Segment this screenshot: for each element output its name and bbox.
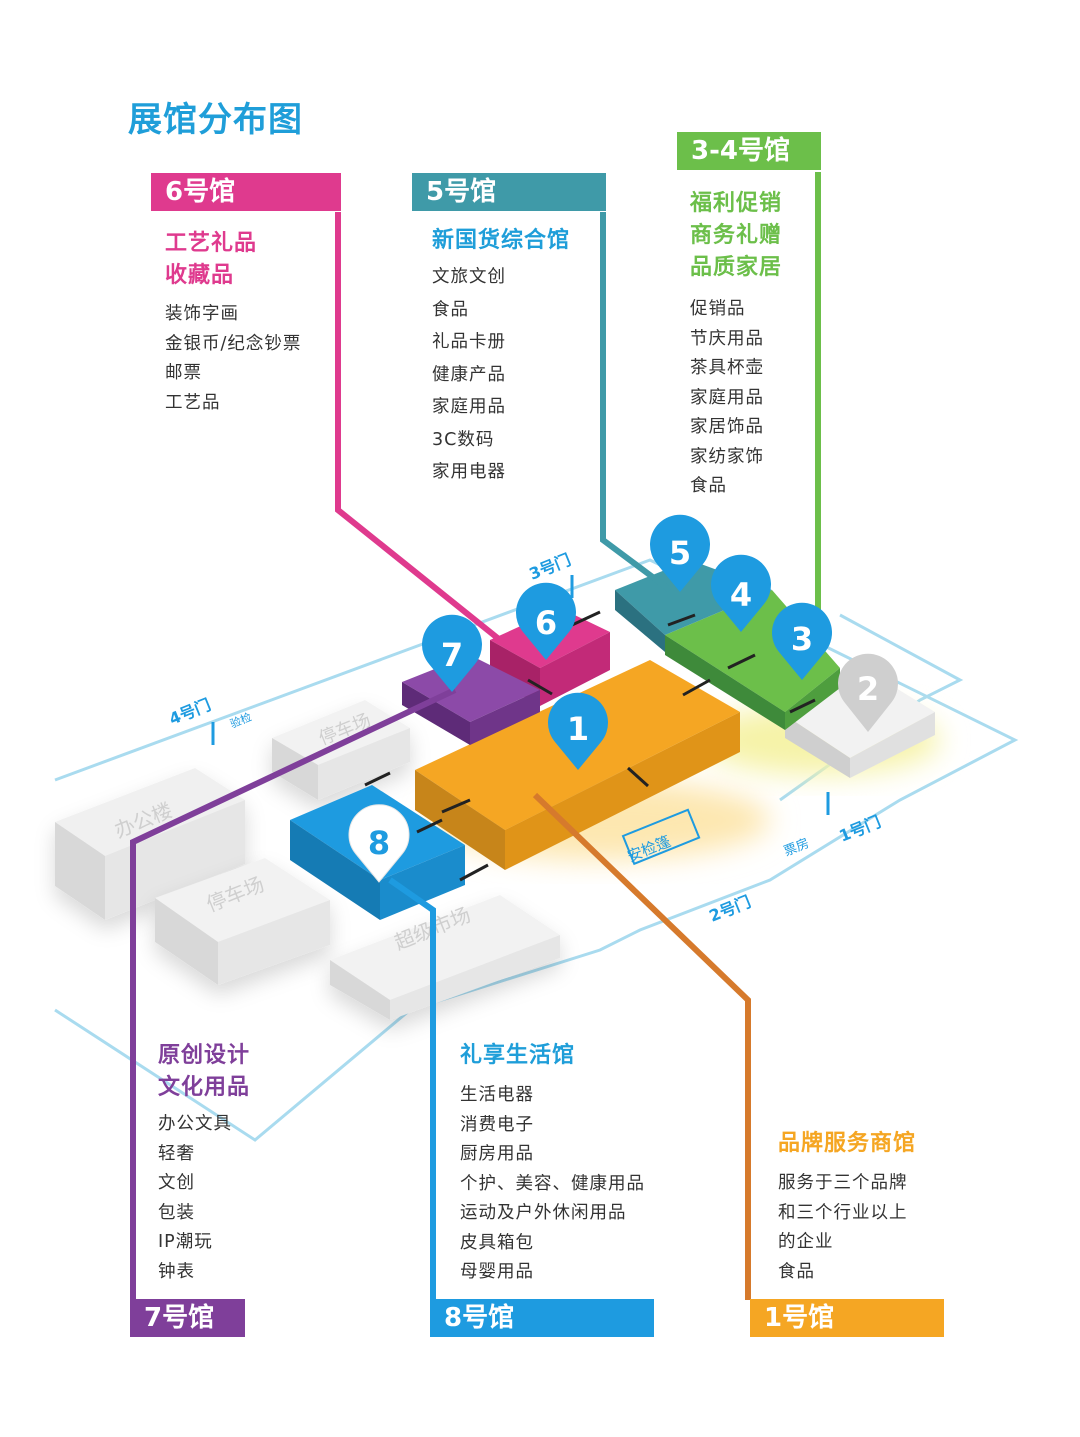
hall-6-tab: 6号馆: [151, 173, 341, 211]
pin-4-label: 4: [730, 576, 752, 614]
hall-1-category: 品牌服务商馆: [778, 1131, 917, 1156]
hall-1-categories: 品牌服务商馆: [778, 1128, 916, 1160]
hall-3-4-tab: 3-4号馆: [677, 132, 821, 170]
gate-1-label: 1号门: [836, 812, 883, 846]
hall-8-category: 礼享生活馆: [460, 1043, 576, 1068]
list-item: 家纺家饰: [690, 446, 764, 467]
list-item: 文创: [158, 1173, 195, 1193]
hall-6-category: 收藏品: [165, 263, 235, 288]
list-item: 家庭用品: [432, 397, 506, 417]
list-item: 办公文具: [158, 1114, 232, 1134]
pin-6-label: 6: [535, 604, 557, 642]
hall-1-items: 服务于三个品牌 和三个行业以上 的企业 食品: [778, 1169, 908, 1287]
list-item: 皮具箱包: [460, 1232, 534, 1253]
list-item: 礼品卡册: [432, 332, 506, 352]
hall-5-category: 新国货综合馆: [432, 228, 571, 253]
list-item: 消费电子: [460, 1114, 534, 1135]
site-boundary: [54, 558, 1019, 1142]
pin-2[interactable]: 2: [838, 653, 898, 732]
hall-7-category: 文化用品: [158, 1075, 251, 1100]
list-item: IP潮玩: [158, 1232, 213, 1252]
list-item: 金银币/纪念钞票: [165, 333, 302, 354]
list-item: 钟表: [158, 1261, 195, 1282]
list-item: 节庆用品: [690, 328, 764, 349]
pin-3-label: 3: [791, 620, 813, 658]
list-item: 个护、美容、健康用品: [460, 1173, 645, 1194]
building-parking-1: 停车场: [155, 858, 330, 985]
list-item: 食品: [778, 1261, 815, 1282]
connector-arrows: [364, 610, 816, 882]
list-item: 的企业: [778, 1232, 834, 1252]
list-item: 轻奢: [158, 1143, 195, 1164]
check-label: 验检: [228, 710, 254, 731]
page-title: 展馆分布图: [128, 100, 303, 140]
hall-6-categories: 工艺礼品 收藏品: [165, 228, 257, 292]
pin-7-label: 7: [441, 636, 463, 674]
list-item: 和三个行业以上: [778, 1202, 908, 1223]
list-item: 厨房用品: [460, 1144, 534, 1164]
list-item: 家用电器: [432, 462, 506, 482]
list-item: 食品: [690, 476, 727, 496]
pin-4[interactable]: 4: [711, 554, 771, 632]
hall-3-4-categories: 福利促销 商务礼赠 品质家居: [690, 188, 782, 284]
hall-3-4-category: 品质家居: [690, 255, 783, 280]
pin-8[interactable]: 8: [348, 804, 410, 883]
hall-1-tab: 1号馆: [750, 1299, 944, 1337]
hall-8-tab: 8号馆: [430, 1299, 654, 1337]
pin-2-label: 2: [857, 670, 879, 708]
pin-1-label: 1: [567, 710, 589, 748]
hall-8-categories: 礼享生活馆: [460, 1040, 575, 1072]
hall-7-items: 办公文具 轻奢 文创 包装 IP潮玩 钟表: [158, 1110, 232, 1287]
list-item: 食品: [432, 299, 469, 320]
hall-3-4-items: 促销品 节庆用品 茶具杯壶 家庭用品 家居饰品 家纺家饰 食品: [690, 295, 764, 502]
hall-5-categories: 新国货综合馆: [432, 225, 570, 257]
leader-lines: [130, 172, 821, 1300]
pin-5-label: 5: [669, 534, 691, 572]
pin-8-label: 8: [368, 824, 390, 862]
list-item: 工艺品: [165, 392, 221, 413]
building-supermarket: 超级市场: [330, 895, 560, 1020]
list-item: 邮票: [165, 363, 202, 383]
hall-7-tab: 7号馆: [130, 1299, 245, 1337]
list-item: 家庭用品: [690, 387, 764, 408]
building-parking-2: 停车场: [272, 700, 410, 800]
list-item: 装饰字画: [165, 304, 239, 324]
pin-7[interactable]: 7: [422, 614, 483, 692]
hall-3-4-category: 商务礼赠: [690, 223, 783, 248]
hall-6-items: 装饰字画 金银币/纪念钞票 邮票 工艺品: [165, 300, 301, 418]
list-item: 服务于三个品牌: [778, 1173, 908, 1193]
list-item: 母婴用品: [460, 1262, 534, 1282]
list-item: 健康产品: [432, 364, 506, 385]
pin-6[interactable]: 6: [516, 582, 576, 660]
list-item: 家居饰品: [690, 417, 764, 437]
list-item: 生活电器: [460, 1085, 534, 1105]
hall-7-categories: 原创设计 文化用品: [158, 1040, 250, 1104]
list-item: 包装: [158, 1202, 195, 1223]
hall-5-tab: 5号馆: [412, 173, 606, 211]
hall-3-4-category: 福利促销: [690, 191, 783, 216]
pin-3[interactable]: 3: [772, 602, 832, 680]
list-item: 促销品: [690, 299, 746, 319]
list-item: 运动及户外休闲用品: [460, 1203, 627, 1223]
hall-5-items: 文旅文创 食品 礼品卡册 健康产品 家庭用品 3C数码 家用电器: [432, 261, 506, 489]
gate-3-label: 3号门: [526, 550, 573, 584]
hall-7-category: 原创设计: [158, 1043, 251, 1068]
pin-5[interactable]: 5: [650, 514, 710, 592]
list-item: 茶具杯壶: [690, 358, 764, 378]
list-item: 文旅文创: [432, 267, 506, 287]
hall-6-category: 工艺礼品: [165, 231, 258, 256]
hall-8-items: 生活电器 消费电子 厨房用品 个护、美容、健康用品 运动及户外休闲用品 皮具箱包…: [460, 1081, 645, 1288]
pin-1[interactable]: 1: [548, 692, 609, 770]
list-item: 3C数码: [432, 429, 495, 450]
